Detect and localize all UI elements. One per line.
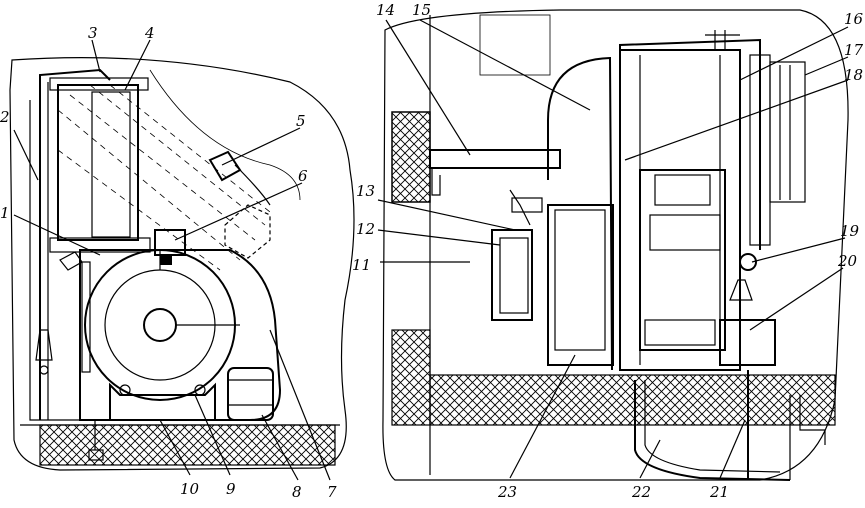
callout-7: 7 [327,483,337,501]
fan-hub [143,308,177,342]
callout-9: 9 [226,480,236,498]
mounting-bracket [429,149,561,169]
callout-1: 1 [0,204,10,222]
right-housing-outline [382,9,849,481]
callout-18: 18 [844,66,863,84]
callout-20: 20 [837,252,858,270]
wall-insulation [391,111,431,203]
air-duct [547,56,613,371]
filter-drier [35,329,53,361]
callout-3: 3 [88,24,98,42]
callout-14: 14 [376,1,395,19]
left-housing-outline [9,57,355,471]
control-box [719,319,776,366]
leader-lines [13,19,849,481]
compressor-body [639,169,726,351]
callout-17: 17 [844,41,864,59]
callout-23: 23 [497,483,517,501]
callout-4: 4 [144,24,155,42]
callout-22: 22 [631,483,651,501]
callout-11: 11 [352,256,371,274]
callout-21: 21 [709,483,729,501]
filter-cartridge [491,229,533,321]
receiver-tank [547,204,614,366]
callout-19: 19 [840,222,860,240]
callout-16: 16 [844,10,864,28]
evaporator-block [57,84,139,241]
callout-5: 5 [296,112,306,130]
callout-8: 8 [292,483,302,501]
callout-2: 2 [0,108,10,126]
callout-13: 13 [356,182,375,200]
radiator-fins [749,54,806,246]
right-floor-slab [429,374,836,426]
callout-15: 15 [412,1,431,19]
left-housing-inner-curve [149,69,301,201]
callout-10: 10 [180,480,200,498]
drain-pipe-outer [634,380,791,481]
left-floor-slab [39,424,336,466]
pressure-switch [739,253,757,271]
condenser-cabinet [619,49,741,371]
evaporator-coil [91,91,131,238]
lower-wall-insulation [391,329,431,426]
callout-6: 6 [298,167,308,185]
drain-fitting [88,449,104,461]
motor-mount [109,382,216,421]
drain-pipe-inner [644,380,781,473]
left-view [9,57,355,471]
callout-12: 12 [356,220,375,238]
compressor-can [227,367,274,421]
right-view [382,9,849,481]
